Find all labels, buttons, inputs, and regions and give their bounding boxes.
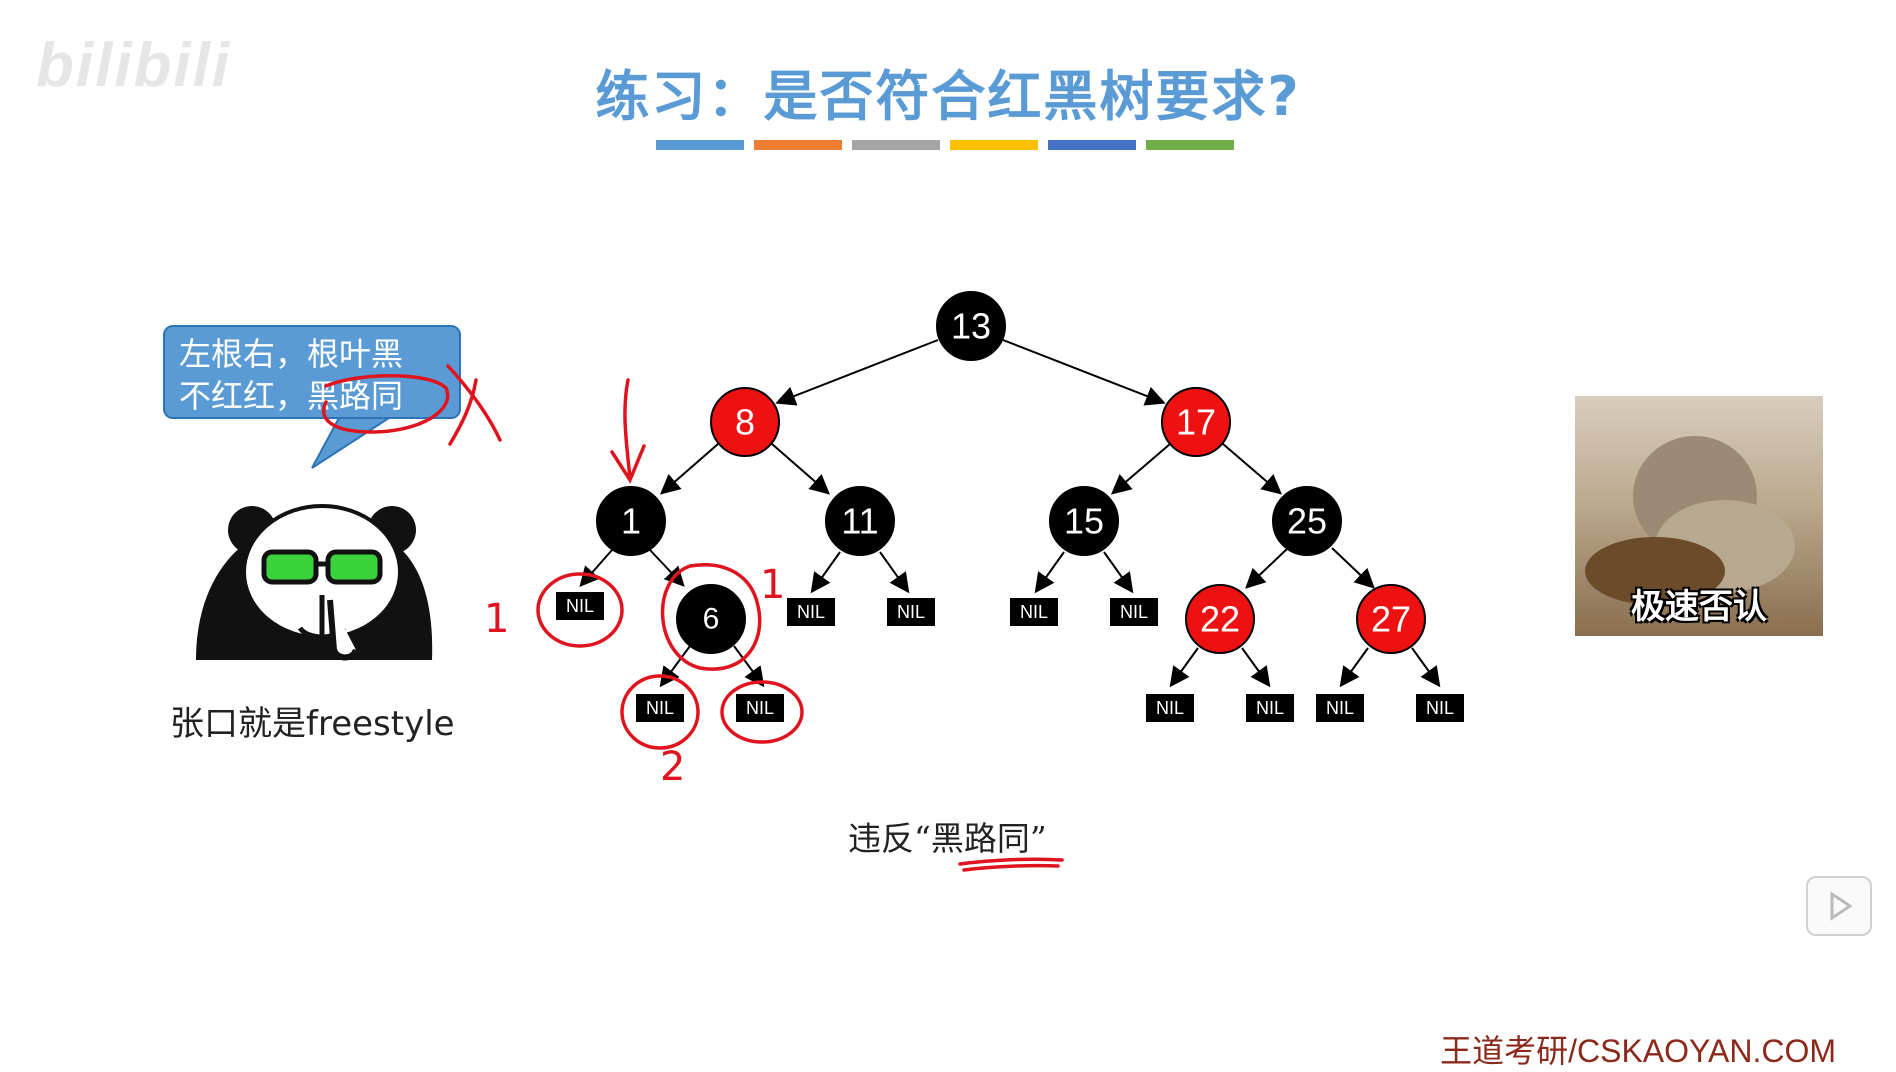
edge-11-nil-left — [810, 551, 841, 594]
color-bar-orange — [754, 140, 842, 150]
node-8: 8 — [710, 387, 780, 457]
edge-1-nil — [579, 549, 613, 587]
nil-circle-annotation — [720, 680, 804, 744]
nil-label: NIL — [1256, 698, 1284, 718]
node-22-label: 22 — [1200, 599, 1240, 640]
node-27: 27 — [1356, 584, 1426, 654]
node-6: 6 — [676, 584, 746, 654]
node-1-label: 1 — [621, 501, 641, 542]
bubble-line-1: 左根右，根叶黑 — [179, 335, 404, 373]
node-6-label: 6 — [703, 603, 720, 636]
edge-6-nil-right — [733, 645, 765, 688]
edge-25-27 — [1331, 547, 1375, 589]
nil-label: NIL — [1426, 698, 1454, 718]
edge-11-nil-right — [879, 551, 910, 594]
meme-label: 极速否认 — [1631, 587, 1767, 627]
underline-annotation — [958, 857, 1064, 872]
node-8-label: 8 — [735, 402, 755, 443]
edge-17-15 — [1110, 443, 1171, 495]
edge-15-nil-right — [1103, 551, 1134, 594]
bilibili-watermark: bilibili — [36, 31, 232, 100]
violation-text: 违反“黑路同” — [848, 819, 1047, 858]
handwritten-annotations — [321, 364, 1064, 872]
nil-label: NIL — [1156, 698, 1184, 718]
nil-label: NIL — [746, 698, 774, 718]
nil-leaf: NIL — [1316, 694, 1364, 722]
nil-label: NIL — [1326, 698, 1354, 718]
edge-1-6 — [649, 549, 685, 587]
play-button[interactable] — [1806, 876, 1872, 936]
node-15: 15 — [1049, 486, 1119, 556]
play-icon — [1830, 891, 1853, 921]
count-one-left: 1 — [484, 596, 509, 642]
color-bar-green — [1146, 140, 1234, 150]
color-bar-yellow — [950, 140, 1038, 150]
edge-13-17 — [1002, 339, 1166, 406]
node-11: 11 — [825, 486, 895, 556]
tree-nodes: 13 8 17 1 11 15 25 6 22 27 — [596, 291, 1426, 654]
color-bar-gray — [852, 140, 940, 150]
nil-label: NIL — [646, 698, 674, 718]
nil-circle-annotation — [536, 572, 624, 648]
panda-icon — [196, 504, 433, 661]
node-15-label: 15 — [1064, 501, 1104, 542]
nil-label: NIL — [1120, 602, 1148, 622]
edge-27-nil-right — [1411, 647, 1441, 688]
nil-label: NIL — [897, 602, 925, 622]
edge-13-8 — [775, 339, 939, 406]
node-11-label: 11 — [841, 501, 878, 542]
nil-leaf: NIL — [1010, 598, 1058, 626]
node-13-label: 13 — [951, 306, 991, 347]
edge-8-1 — [659, 443, 719, 495]
bubble-circle-annotation — [321, 374, 450, 434]
nil-label: NIL — [797, 602, 825, 622]
node-17: 17 — [1161, 387, 1231, 457]
edge-17-25 — [1222, 443, 1283, 495]
count-two: 2 — [660, 744, 685, 790]
nil-label: NIL — [566, 596, 594, 616]
cat-icon — [1585, 436, 1795, 605]
nil-label: NIL — [1020, 602, 1048, 622]
count-one-right: 1 — [760, 562, 785, 608]
speech-bubble: 左根右，根叶黑 不红红，黑路同 — [163, 325, 461, 419]
panda-caption: 张口就是freestyle — [170, 704, 455, 744]
edge-15-nil-left — [1034, 551, 1065, 594]
nil-leaf: NIL — [1246, 694, 1294, 722]
node-13: 13 — [936, 291, 1006, 361]
node6-circle-annotation — [660, 563, 762, 671]
bubble-line-2: 不红红，黑路同 — [179, 377, 404, 415]
down-arrow-annotation — [610, 378, 646, 484]
nil-leaves: NIL NIL NIL NIL NIL NIL NIL NIL NIL NIL … — [556, 592, 1464, 722]
nil-leaf: NIL — [787, 598, 835, 626]
tree-edges — [579, 339, 1441, 688]
nil-leaf: NIL — [556, 592, 604, 620]
node-22: 22 — [1185, 584, 1255, 654]
color-bar-darkblue — [1048, 140, 1136, 150]
color-bar-blue — [656, 140, 744, 150]
node-17-label: 17 — [1176, 402, 1216, 443]
nil-leaf: NIL — [1110, 598, 1158, 626]
edge-27-nil-left — [1339, 647, 1369, 688]
node-1: 1 — [596, 486, 666, 556]
cat-meme-image: 极速否认 — [1575, 396, 1823, 636]
edge-22-nil-left — [1169, 647, 1199, 688]
edge-25-22 — [1245, 547, 1289, 589]
nil-leaf: NIL — [636, 694, 684, 722]
footer-brand: 王道考研/CSKAOYAN.COM — [1440, 1033, 1836, 1069]
page-title: 练习：是否符合红黑树要求? — [595, 65, 1301, 128]
nil-circle-annotation — [620, 674, 700, 750]
cross-mark-annotation — [446, 364, 502, 446]
node-25-label: 25 — [1287, 501, 1327, 542]
nil-leaf: NIL — [1416, 694, 1464, 722]
node-27-label: 27 — [1371, 599, 1411, 640]
edge-8-11 — [771, 443, 831, 495]
nil-leaf: NIL — [1146, 694, 1194, 722]
nil-leaf: NIL — [887, 598, 935, 626]
edge-22-nil-right — [1241, 647, 1271, 688]
nil-leaf: NIL — [736, 694, 784, 722]
node-25: 25 — [1272, 486, 1342, 556]
